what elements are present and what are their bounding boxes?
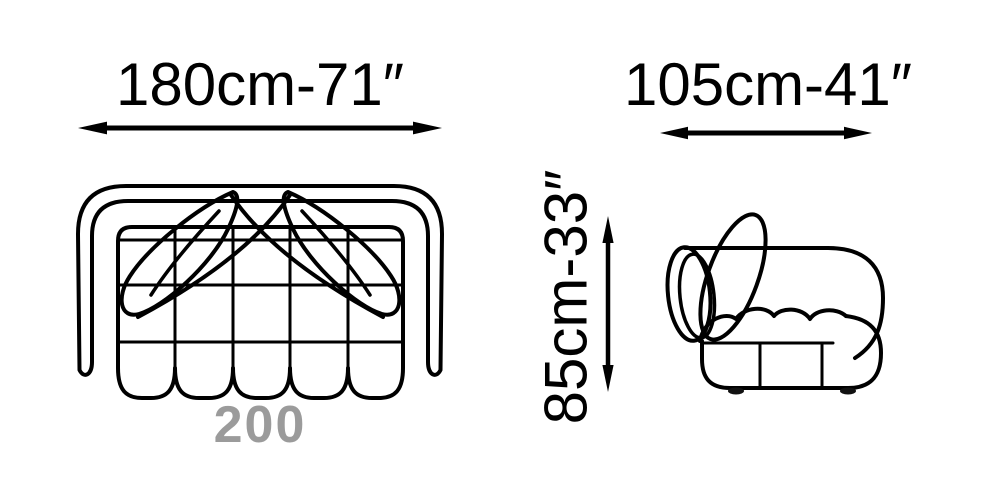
depth-arrow-icon — [660, 126, 872, 140]
height-arrow-icon — [602, 216, 614, 392]
side-foot-left-icon — [728, 387, 744, 395]
height-arrowhead-bottom-icon — [602, 365, 614, 392]
side-seat-cushion-top — [698, 306, 848, 343]
height-dimension-label: 85cm-33″ — [532, 169, 600, 425]
sofa-side-view-drawing — [665, 212, 885, 395]
depth-arrowhead-left-icon — [660, 126, 688, 140]
width-arrowhead-left-icon — [78, 121, 107, 135]
height-arrowhead-top-icon — [602, 216, 614, 243]
side-seat-base-outline — [700, 314, 883, 390]
front-shell-outline — [76, 184, 444, 377]
side-back-cushion — [698, 212, 768, 342]
front-back-cushion-right — [281, 190, 402, 317]
front-quilted-body — [116, 225, 405, 400]
side-backrest-outline — [683, 246, 885, 360]
side-seat-base-dividers — [758, 341, 824, 390]
front-cushion-right-fold-line — [300, 209, 372, 297]
front-cushion-left-fold-line — [149, 209, 221, 297]
front-quilting-grid — [116, 225, 405, 373]
module-size-label: 200 — [213, 396, 307, 454]
front-back-cushion-left — [119, 190, 240, 317]
front-cushion-strap-left — [229, 193, 385, 319]
width-dimension-label: 180cm-71″ — [115, 51, 405, 118]
depth-arrowhead-right-icon — [844, 126, 872, 140]
front-cushion-strap-right — [136, 193, 292, 319]
width-arrow-icon — [78, 121, 442, 135]
side-foot-right-icon — [840, 387, 856, 395]
sofa-front-view-drawing — [76, 184, 444, 400]
width-arrowhead-right-icon — [413, 121, 442, 135]
depth-dimension-label: 105cm-41″ — [623, 51, 913, 118]
